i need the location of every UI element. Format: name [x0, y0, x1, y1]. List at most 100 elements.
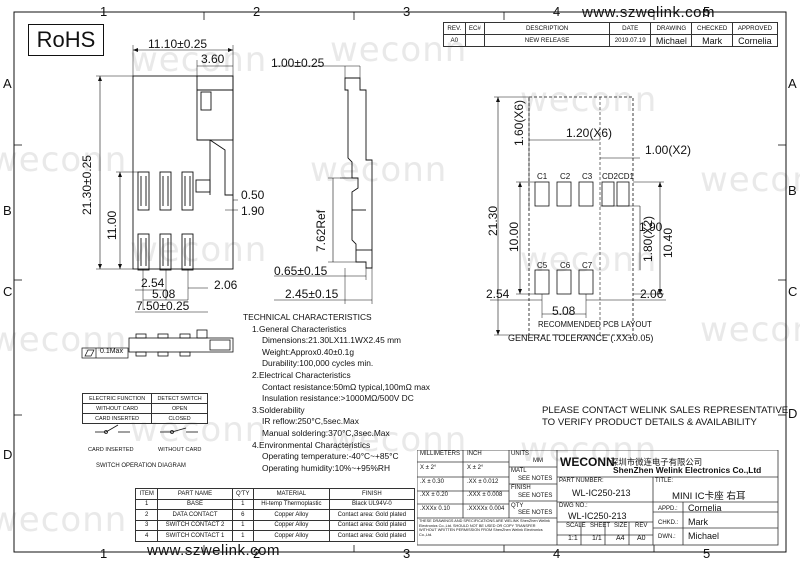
tb-inch-head: INCH [467, 451, 482, 457]
grid-col-3-bottom: 3 [403, 546, 411, 561]
tb-matl-val: SEE NOTES [518, 476, 553, 482]
dim-pcb-206: 2.06 [640, 287, 664, 301]
tb-tol-in-3: .XXXXx 0.004 [467, 506, 505, 512]
tb-mm-head: MILLIMETERS [420, 451, 461, 457]
tb-tol-in-0: X ± 2° [467, 465, 484, 471]
bom-cell: 1 [134, 498, 159, 510]
pcb-layout-label: RECOMMENDED PCB LAYOUT [538, 320, 652, 329]
dim-5-08: 5.08 [152, 287, 176, 301]
tech-s4b: Operating humidity:10%~+95%RH [262, 462, 391, 473]
tb-size: A4 [616, 535, 625, 542]
dim-pcb-508: 5.08 [552, 304, 576, 318]
bom-cell: BASE [157, 498, 233, 510]
bom-cell: 2 [134, 509, 159, 521]
bom-head-part: PART NAME [157, 488, 233, 500]
tb-tol-mm-0: X ± 2° [420, 465, 437, 471]
tb-disclaimer: THESE DRAWINGS AND SPECIFICATIONS ARE WE… [419, 519, 550, 537]
table-row: 2 DATA CONTACT 6 Copper Alloy Contact ar… [134, 509, 416, 521]
grid-row-d: D [3, 447, 13, 462]
tb-finish-val: SEE NOTES [518, 493, 553, 499]
tb-scale: 1:1 [568, 535, 578, 542]
approved-value: Cornelia [731, 34, 779, 47]
sales-notice: PLEASE CONTACT WELINK SALES REPRESENTATI… [542, 405, 788, 429]
bom-head-material: MATERIAL [252, 488, 330, 500]
dim-pcb-100: 1.00(X2) [645, 143, 692, 157]
grid-row-c: C [3, 284, 13, 299]
bom-cell: 1 [231, 530, 254, 542]
desc-value: NEW RELEASE [484, 34, 611, 47]
tech-s4a: Operating temperature:-40°C~+85°C [262, 451, 399, 462]
grid-col-5-bottom: 5 [703, 546, 711, 561]
tb-finish: FINISH [511, 485, 531, 491]
bom-cell: 1 [231, 498, 254, 510]
website-bottom[interactable]: www.szwelink.com [147, 542, 281, 559]
dim-2-06: 2.06 [214, 278, 238, 292]
tb-matl: MATL [511, 468, 527, 474]
tb-dwn-label: DWN.: [658, 534, 676, 540]
bom-cell: 4 [134, 530, 159, 542]
grid-row-b: B [3, 203, 12, 218]
tech-s1c: Durability:100,000 cycles min. [262, 358, 374, 369]
side-view [274, 65, 373, 304]
tech-s3b: Manual soldering:370°C,3sec.Max [262, 427, 390, 438]
bom-cell: 1 [231, 519, 254, 531]
website-top[interactable]: www.szwelink.com [582, 4, 716, 21]
tb-tol-mm-2: .XX ± 0.20 [420, 492, 448, 498]
tech-s2: 2.Electrical Characteristics [252, 369, 351, 380]
dim-inner-height: 11.00 [105, 210, 119, 240]
switch-caption: SWITCH OPERATION DIAGRAM [96, 463, 186, 469]
tb-dwg: WL-IC250-213 [568, 511, 627, 521]
switch-label-inserted: CARD INSERTED [88, 447, 134, 453]
table-row: 4 SWITCH CONTACT 1 1 Copper Alloy Contac… [134, 530, 416, 542]
tb-chkd-label: CHKD.: [658, 520, 679, 526]
bom-cell: SWITCH CONTACT 1 [157, 530, 233, 542]
bom-head-qty: Q'TY [231, 488, 254, 500]
tb-part-label: PART NUMBER: [559, 478, 604, 484]
tb-scale-label: SCALE [566, 523, 586, 529]
grid-col-4: 4 [553, 4, 561, 19]
switch-row2-state: CLOSED [151, 413, 208, 424]
tb-chkd: Mark [688, 517, 708, 527]
dim-7-50: 7.50±0.25 [136, 299, 190, 313]
dim-0-50: 0.50 [241, 188, 265, 202]
tb-sheet-label: SHEET [590, 523, 611, 529]
dim-side-top: 1.00±0.25 [271, 56, 325, 70]
bom-cell: Copper Alloy [252, 509, 330, 521]
tech-s3: 3.Solderability [252, 404, 305, 415]
dim-pcb-1000: 10.00 [507, 221, 521, 252]
bom-cell: 6 [231, 509, 254, 521]
tb-dwn: Michael [688, 531, 720, 541]
tech-s1a: Dimensions:21.30LX11.1WX2.45 mm [262, 335, 402, 346]
dim-offset: 3.60 [201, 52, 225, 66]
switch-table: ELECTRIC FUNCTION DETECT SWITCH WITHOUT … [81, 393, 208, 424]
tech-title: TECHNICAL CHARACTERISTICS [243, 312, 372, 322]
drawing-value: Michael [650, 34, 693, 47]
top-view [96, 45, 238, 313]
bom-cell: Hi-temp Thermoplastic [252, 498, 330, 510]
switch-diagram [95, 424, 198, 434]
pad-cd2: CD2 [602, 172, 619, 181]
grid-col-4-bottom: 4 [553, 546, 561, 561]
tech-s2b: Insulation resistance:>1000MΩ/500V DC [262, 393, 414, 404]
bom-cell: DATA CONTACT [157, 509, 233, 521]
grid-row-a: A [3, 76, 12, 91]
dim-side-245: 2.45±0.15 [285, 287, 339, 301]
rev-value: A0 [443, 34, 466, 47]
tb-dwg-label: DWG NO.: [559, 503, 588, 509]
edge-view [128, 329, 234, 357]
switch-head-detect: DETECT SWITCH [151, 393, 208, 404]
tb-qty: QTY [511, 503, 524, 509]
rohs-badge: RoHS [28, 24, 104, 56]
bom-cell: Copper Alloy [252, 530, 330, 542]
grid-col-3: 3 [403, 4, 411, 19]
dim-pcb-180: 1.80(X2) [641, 215, 655, 262]
dim-pcb-1040: 10.40 [661, 227, 675, 258]
bom-head-item: ITEM [134, 488, 159, 500]
checked-value: Mark [691, 34, 733, 47]
grid-col-2-bottom: 2 [253, 546, 261, 561]
bom-cell: Contact area: Gold plated [328, 530, 416, 542]
tb-size-label: SIZE [614, 523, 628, 529]
tb-qty-val: SEE NOTES [518, 510, 553, 516]
tb-units-val: MM [533, 458, 543, 464]
grid-col-1: 1 [100, 4, 108, 19]
